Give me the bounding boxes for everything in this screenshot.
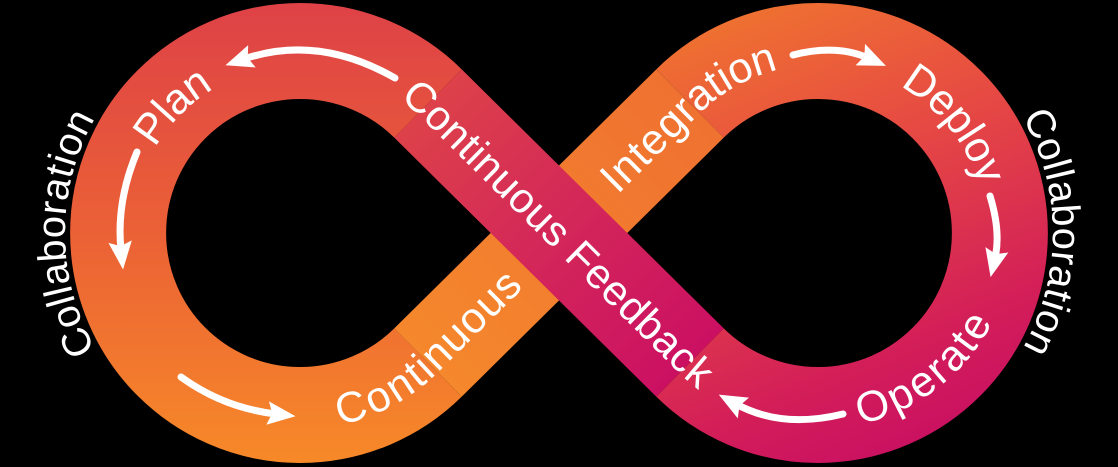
arrow-top-left-icon bbox=[225, 45, 399, 82]
arrow-bottom-left-icon bbox=[177, 373, 296, 425]
arrow-right-down-icon bbox=[985, 192, 1009, 278]
arrow-top-right-icon bbox=[789, 43, 886, 66]
arrow-left-down-icon bbox=[108, 148, 141, 270]
continuous-feedback-band bbox=[394, 69, 724, 397]
arrow-bottom-right-icon bbox=[718, 394, 847, 424]
